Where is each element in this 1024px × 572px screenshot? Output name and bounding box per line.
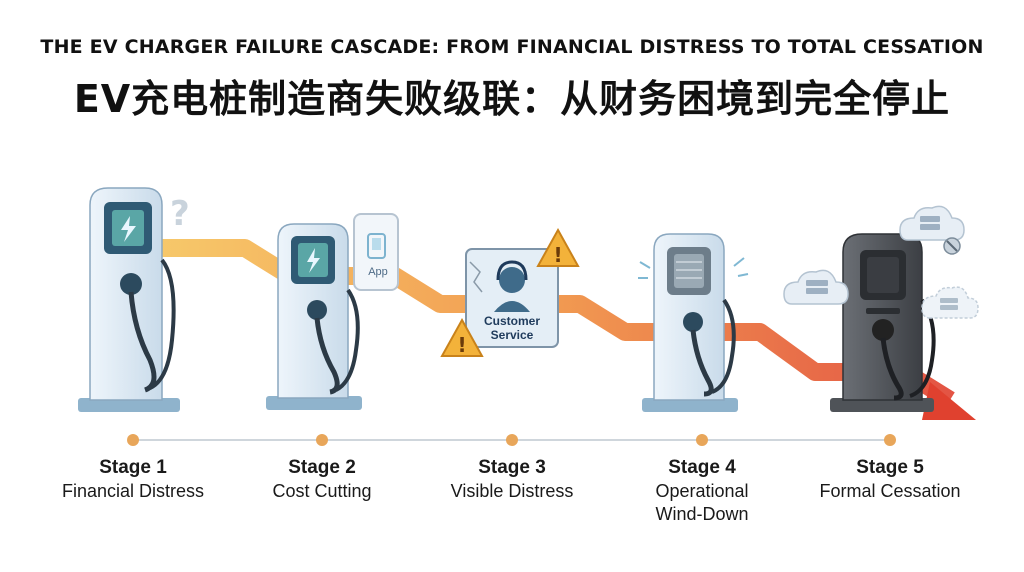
charger-stage-2 (266, 223, 362, 410)
timeline-dot (506, 434, 518, 446)
stage-1: Stage 1 Financial Distress (38, 456, 228, 503)
cloud-server-icon (921, 286, 979, 319)
stage-label: Stage 3 (478, 457, 546, 478)
timeline (127, 434, 896, 446)
stage-2: Stage 2 Cost Cutting (227, 456, 417, 503)
question-mark-icon: ? (170, 194, 190, 234)
stage-label: Stage 1 (99, 457, 167, 478)
svg-text:!: ! (457, 333, 466, 357)
arrow-head-icon (922, 382, 976, 420)
stage-name: Visible Distress (450, 481, 574, 501)
timeline-dot (127, 434, 139, 446)
customer-service-card (465, 248, 559, 348)
stage-name: Cost Cutting (272, 481, 372, 501)
warning-icon: ! (536, 227, 580, 267)
title-english: THE EV CHARGER FAILURE CASCADE: FROM FIN… (40, 36, 984, 58)
stage-label: Stage 5 (856, 457, 924, 478)
cloud-server-offline-icon (899, 205, 965, 255)
timeline-dot (884, 434, 896, 446)
stage-name: Operational Wind-Down (655, 481, 749, 524)
stage-label: Stage 2 (288, 457, 356, 478)
charger-stage-1 (78, 187, 180, 412)
timeline-dot (696, 434, 708, 446)
stage-name: Formal Cessation (819, 481, 961, 501)
stage-5: Stage 5 Formal Cessation (795, 456, 985, 503)
title-chinese: EV充电桩制造商失败级联：从财务困境到完全停止 (73, 77, 951, 121)
charger-stage-4 (638, 233, 749, 412)
stage-name: Financial Distress (61, 481, 205, 501)
headset-agent-icon (499, 267, 525, 293)
stage-3: Stage 3 Visible Distress (417, 456, 607, 503)
cloud-server-icon (783, 269, 849, 305)
charger-stage-5 (830, 233, 936, 412)
phone-app-icon (353, 213, 399, 291)
timeline-dot (316, 434, 328, 446)
lightning-icon (307, 248, 320, 273)
svg-text:!: ! (553, 243, 562, 267)
warning-icon: ! (440, 317, 484, 357)
lightning-icon (121, 216, 136, 242)
stage-label: Stage 4 (668, 457, 736, 478)
app-label: App (368, 266, 388, 278)
customer-service-label: Customer Service (483, 314, 540, 342)
stage-4: Stage 4 Operational Wind-Down (607, 456, 797, 526)
